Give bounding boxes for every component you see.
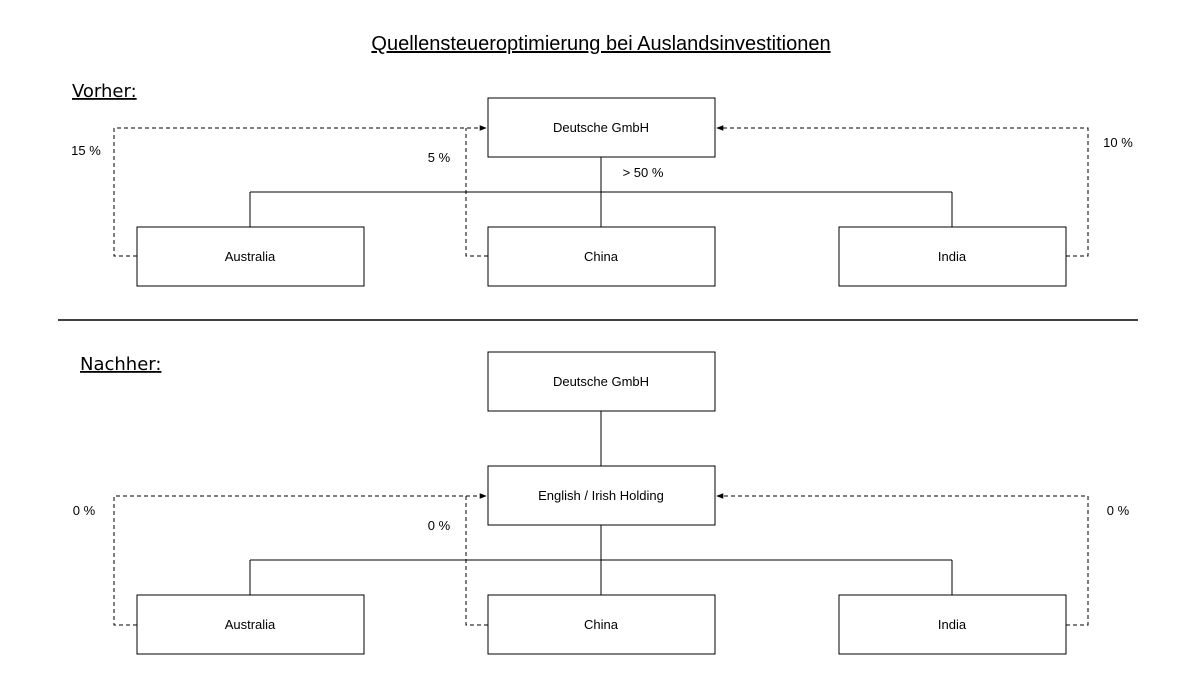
subsidiary-label-australia-before: Australia [225, 249, 276, 264]
subsidiary-box-china-before: China [487, 226, 716, 287]
rate-label-australia-after: 0 % [73, 503, 96, 518]
rate-label-china-before: 5 % [428, 150, 451, 165]
dividend-flows-after [113, 493, 1089, 626]
subsidiary-box-india-after: India [838, 594, 1067, 655]
dividend-flows-before [113, 125, 1089, 257]
dividend-flow-china-before [465, 128, 488, 257]
parent-box-before: Deutsche GmbH [487, 97, 716, 158]
dividend-flow-australia-after [113, 493, 487, 626]
holding-label-after: English / Irish Holding [538, 488, 664, 503]
subsidiary-label-india-after: India [938, 617, 967, 632]
subsidiary-box-australia-before: Australia [136, 226, 365, 287]
section-heading-after: Nachher: [80, 354, 161, 375]
parent-label-after: Deutsche GmbH [553, 374, 649, 389]
parent-label-before: Deutsche GmbH [553, 120, 649, 135]
dividend-flow-india-after [716, 493, 1089, 626]
diagram-title: Quellensteueroptimierung bei Auslandsinv… [371, 33, 830, 55]
subsidiary-box-china-after: China [487, 594, 716, 655]
parent-box-after: Deutsche GmbH [487, 351, 716, 412]
subsidiary-box-australia-after: Australia [136, 594, 365, 655]
ownership-lines-before [249, 157, 953, 227]
rate-label-india-after: 0 % [1107, 503, 1130, 518]
ownership-lines-after [249, 411, 953, 595]
subsidiary-box-india-before: India [838, 226, 1067, 287]
rate-label-china-after: 0 % [428, 518, 451, 533]
ownership-label-before: > 50 % [623, 165, 664, 180]
rate-label-australia-before: 15 % [71, 143, 101, 158]
subsidiary-label-china-before: China [584, 249, 619, 264]
holding-box-after: English / Irish Holding [487, 465, 716, 526]
subsidiary-label-india-before: India [938, 249, 967, 264]
section-heading-before: Vorher: [72, 81, 137, 102]
dividend-flow-india-before [716, 125, 1089, 257]
dividend-flow-australia-before [113, 125, 487, 257]
rate-label-india-before: 10 % [1103, 135, 1133, 150]
dividend-flow-china-after [465, 496, 488, 626]
subsidiary-label-australia-after: Australia [225, 617, 276, 632]
subsidiary-label-china-after: China [584, 617, 619, 632]
